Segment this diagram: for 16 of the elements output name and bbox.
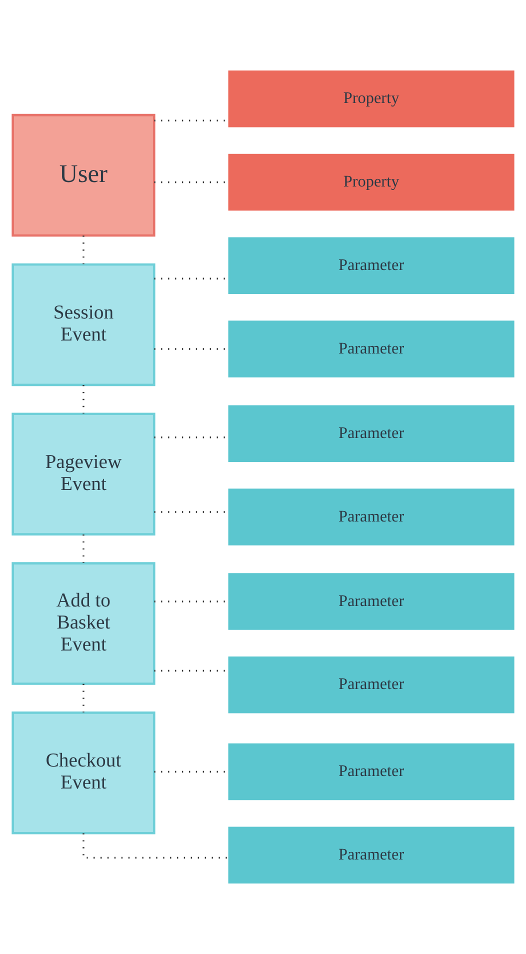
node-box: Parameter	[228, 320, 514, 378]
node-box: Parameter	[228, 743, 514, 800]
node-box: Property	[228, 154, 514, 211]
node-box: Parameter	[228, 488, 514, 546]
node-box: Parameter	[228, 656, 514, 714]
node-box: User	[12, 114, 156, 237]
node-box: Pageview Event	[12, 412, 156, 536]
node-box: Parameter	[228, 826, 514, 884]
node-box: Parameter	[228, 573, 514, 630]
node-box: Checkout Event	[12, 712, 156, 834]
node-box: Property	[228, 70, 514, 128]
node-box: Parameter	[228, 405, 514, 462]
node-box: Session Event	[12, 263, 156, 386]
node-box: Parameter	[228, 237, 514, 294]
connector	[82, 833, 230, 859]
node-box: Add to Basket Event	[12, 562, 156, 685]
